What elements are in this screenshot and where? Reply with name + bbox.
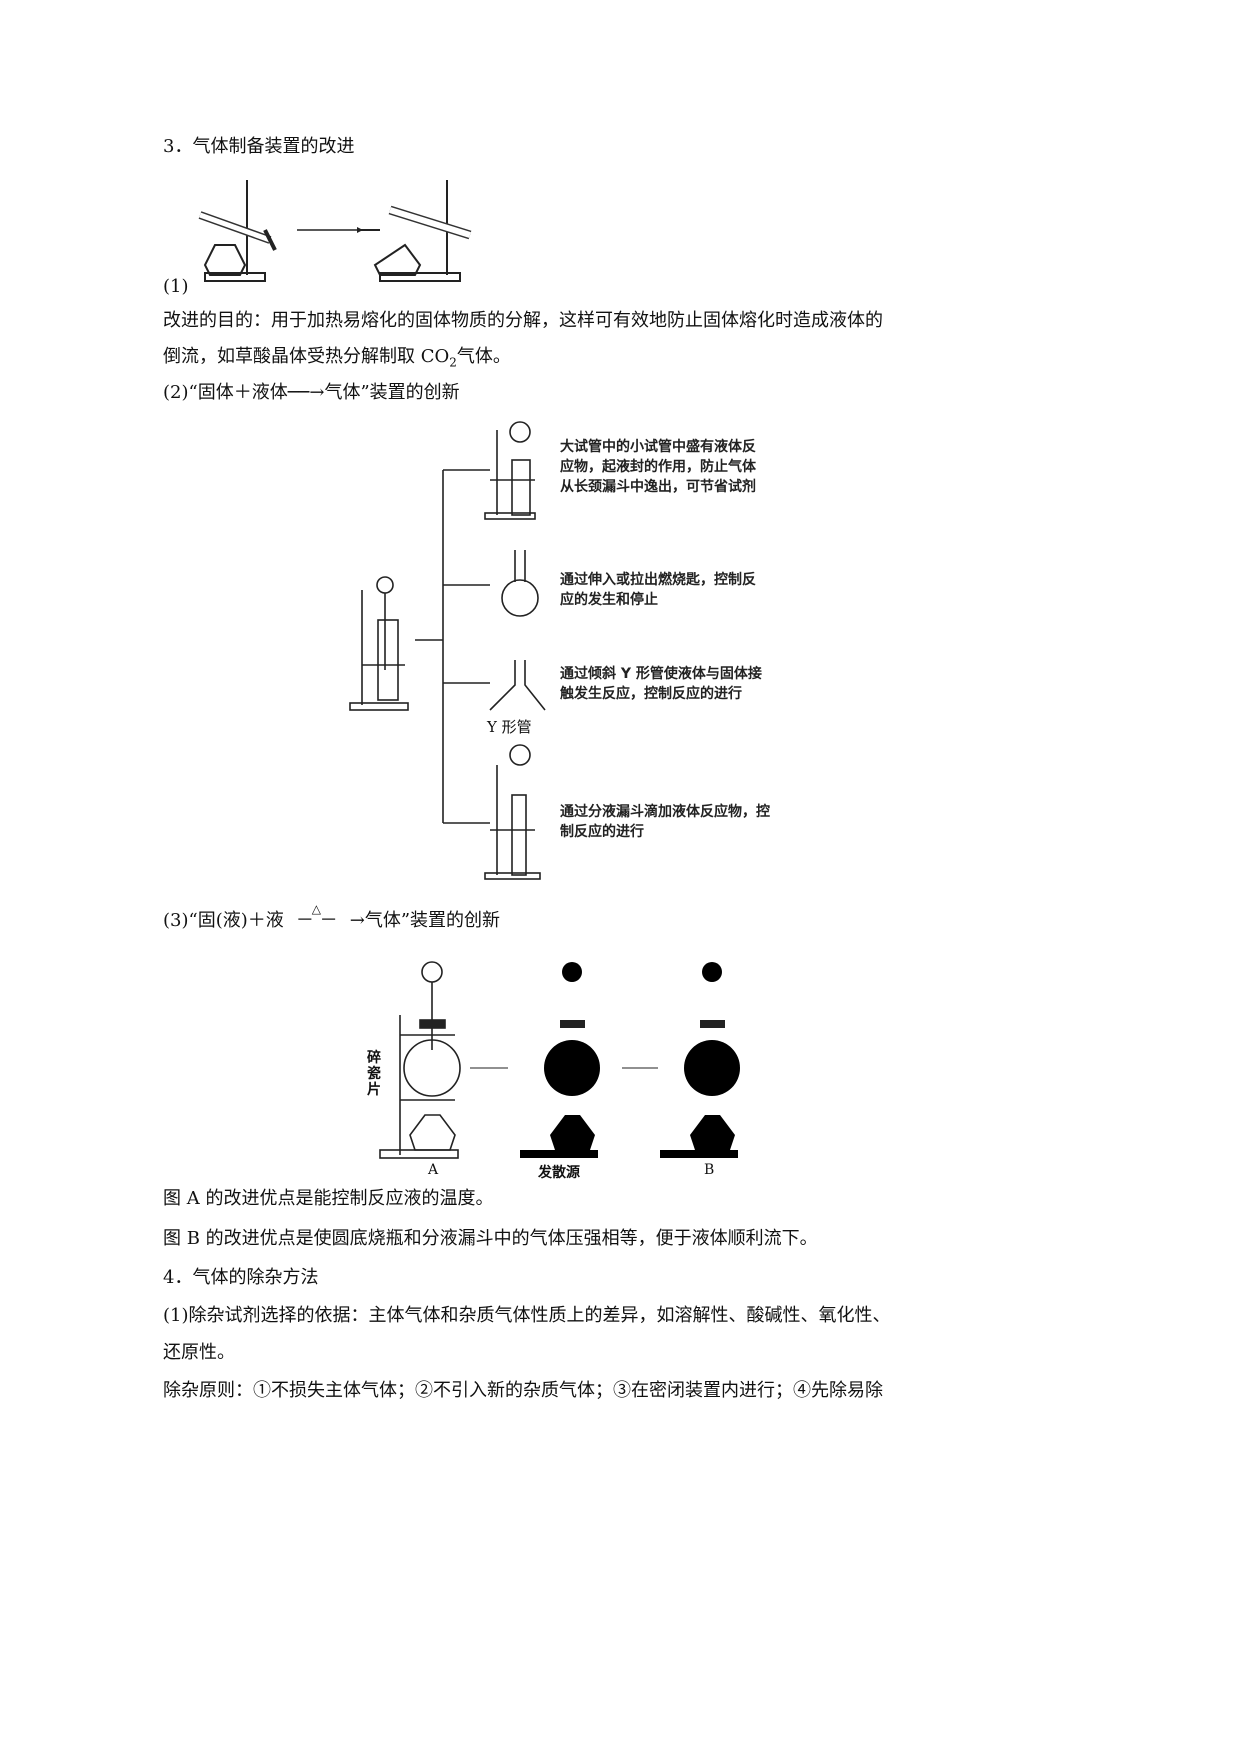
label-source: 发散源 (538, 1165, 580, 1181)
caption-4: 通过分液漏斗滴加液体反应物，控制反应的进行 (560, 804, 770, 840)
item3-heading: (3)“固(液)＋液－ △－→气体”装置的创新 (163, 902, 501, 931)
solid-liquid-apparatus-diagram (349, 421, 546, 880)
section4-item1-line2: 还原性。 (163, 1342, 235, 1363)
heating-apparatus-figure (198, 180, 472, 282)
caption-2: 通过伸入或拉出燃烧匙，控制反应的发生和停止 (560, 572, 756, 608)
y-tube-label: Y 形管 (487, 718, 532, 736)
chips-label: 碎瓷片 (367, 1050, 381, 1098)
item1-text-line2: 倒流，如草酸晶体受热分解制取 CO2气体。 (163, 346, 511, 370)
solid-liquid-heating-apparatus-diagram (379, 961, 741, 1159)
section4-heading: 4．气体的除杂方法 (163, 1267, 319, 1288)
item1-label: (1) (163, 276, 189, 297)
section4-principle: 除杂原则：①不损失主体气体；②不引入新的杂质气体；③在密闭装置内进行；④先除易除 (163, 1380, 883, 1401)
item1-text-line1: 改进的目的：用于加热易熔化的固体物质的分解，这样可有效地防止固体熔化时造成液体的 (163, 310, 883, 331)
caption-3: 通过倾斜 Y 形管使液体与固体接触发生反应，控制反应的进行 (560, 666, 762, 702)
label-b: B (704, 1162, 715, 1178)
fig-b-text: 图 B 的改进优点是使圆底烧瓶和分液漏斗中的气体压强相等，便于液体顺利流下。 (163, 1228, 818, 1249)
section4-item1-line1: (1)除杂试剂选择的依据：主体气体和杂质气体性质上的差异，如溶解性、酸碱性、氧化… (163, 1305, 891, 1326)
item2-heading: (2)“固体＋液体──→气体”装置的创新 (163, 382, 460, 403)
caption-1: 大试管中的小试管中盛有液体反应物，起液封的作用，防止气体从长颈漏斗中逸出，可节省… (560, 439, 756, 495)
label-a: A (428, 1162, 439, 1178)
fig-a-text: 图 A 的改进优点是能控制反应液的温度。 (163, 1188, 494, 1209)
section3-heading: 3．气体制备装置的改进 (163, 136, 355, 157)
